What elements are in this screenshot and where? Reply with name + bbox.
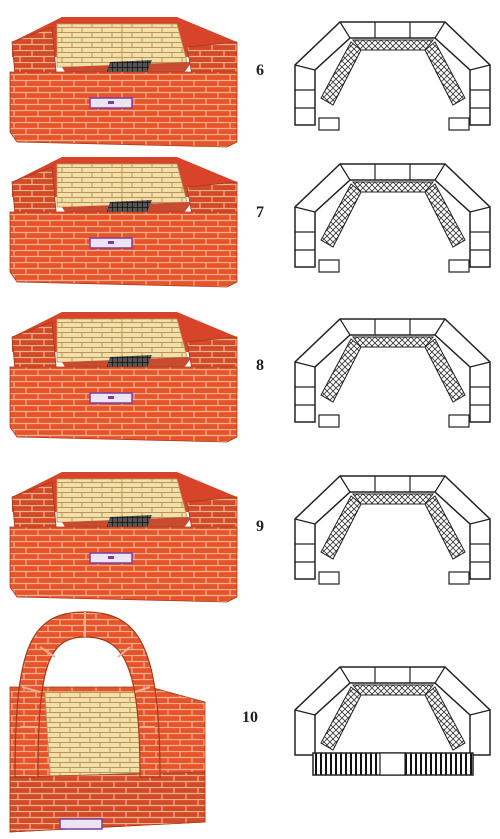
step-7: 7 (0, 140, 500, 300)
step-10: 10 (0, 605, 500, 839)
hearth-illustration (9, 471, 238, 603)
step-6: 6 (0, 0, 500, 160)
hearth-illustration (9, 311, 238, 443)
step-label: 7 (256, 204, 264, 221)
plan-drawing (294, 666, 491, 776)
step-label: 9 (256, 518, 264, 535)
hearth-arch-illustration (9, 611, 206, 833)
plan-drawing (294, 163, 491, 273)
hearth-illustration (9, 16, 238, 148)
step-8: 8 (0, 295, 500, 455)
plan-drawing (294, 475, 491, 585)
step-9: 9 (0, 450, 500, 615)
step-label: 10 (242, 709, 258, 726)
plan-drawing (294, 318, 491, 428)
plan-drawing (294, 21, 491, 131)
hearth-illustration (9, 156, 238, 288)
step-label: 6 (256, 62, 264, 79)
step-label: 8 (256, 357, 264, 374)
